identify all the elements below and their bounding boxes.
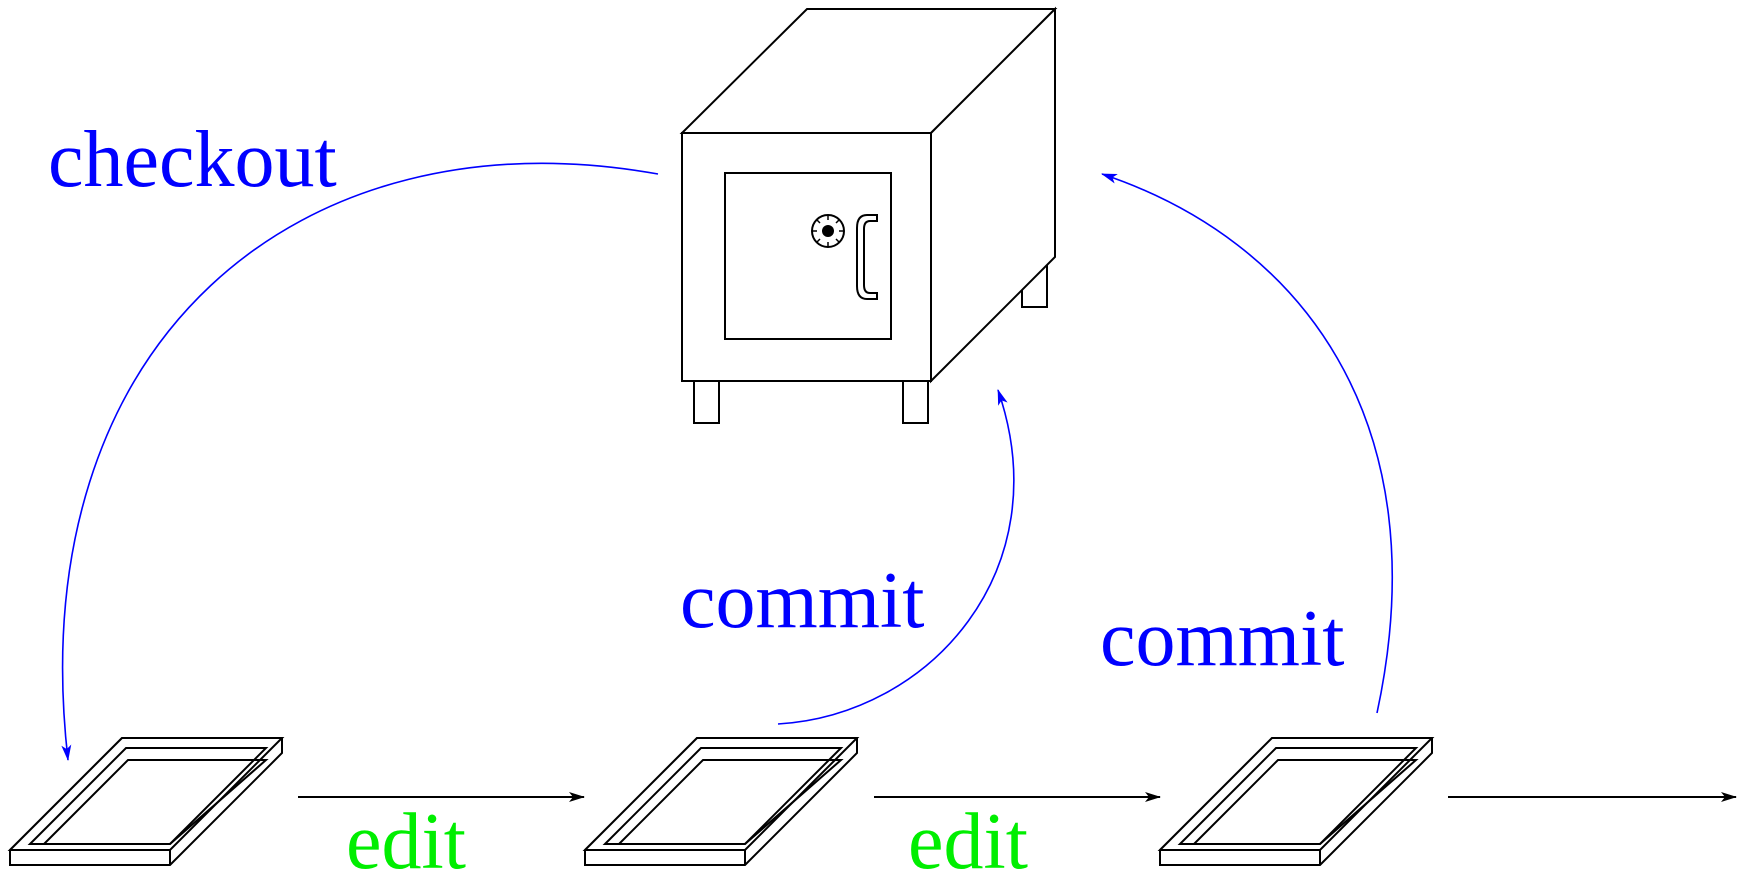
safe-leg-front-left bbox=[693, 380, 720, 424]
commit-label-middle: commit bbox=[680, 557, 924, 645]
safe-handle-icon bbox=[856, 214, 878, 300]
safe-dial-icon bbox=[811, 214, 845, 248]
checkout-label: checkout bbox=[48, 116, 337, 204]
safe-door bbox=[724, 172, 892, 340]
commit-arrow-middle bbox=[777, 389, 1015, 725]
working-copy-tray-icon-3 bbox=[1157, 737, 1435, 866]
safe-leg-front-right bbox=[902, 380, 929, 424]
repository-safe-icon bbox=[679, 6, 1058, 424]
working-copy-tray-icon-2 bbox=[582, 737, 860, 866]
commit-arrow-right bbox=[1101, 173, 1393, 714]
commit-label-right: commit bbox=[1100, 595, 1344, 683]
checkout-arrow bbox=[61, 162, 659, 761]
working-copy-tray-icon-1 bbox=[7, 737, 285, 866]
edit-label-2: edit bbox=[908, 798, 1028, 870]
edit-label-1: edit bbox=[346, 798, 466, 870]
